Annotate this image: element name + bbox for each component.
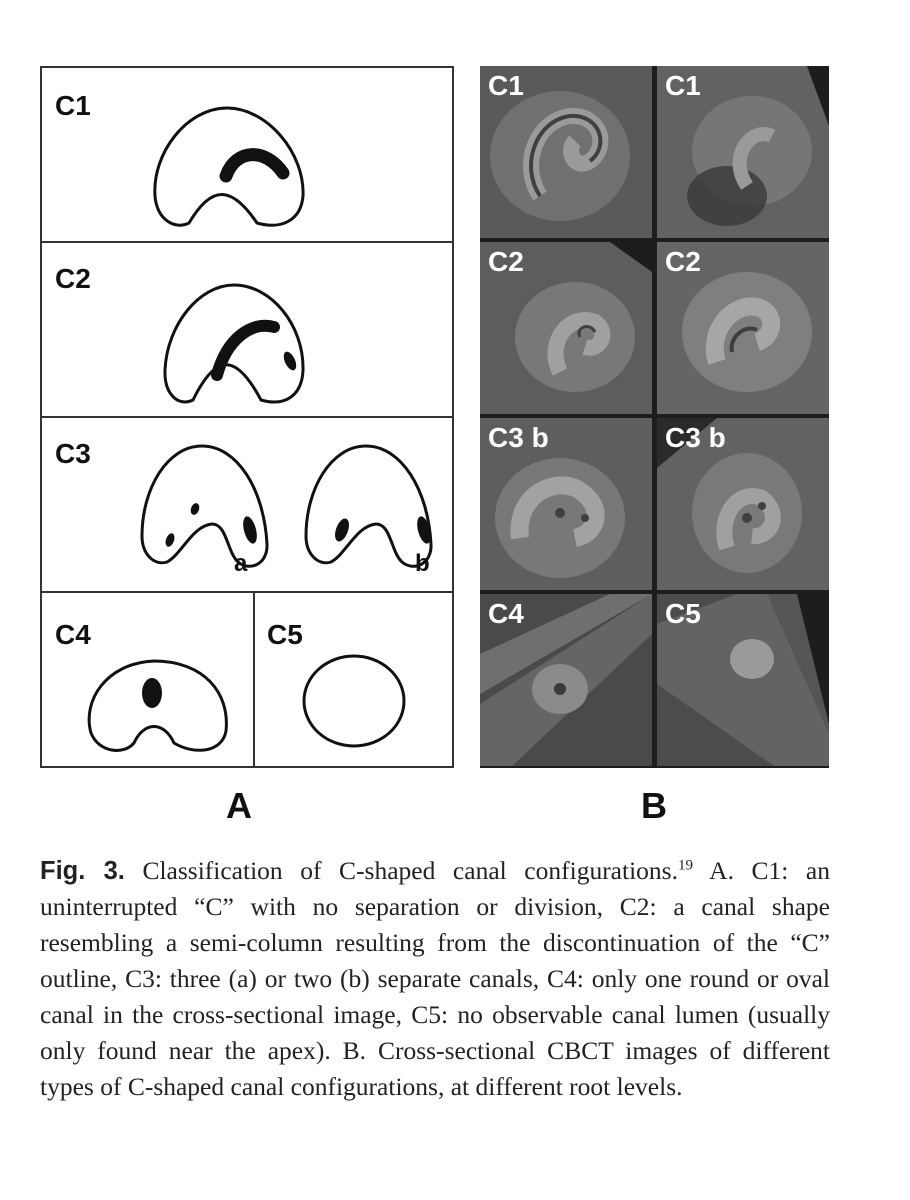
panel-letter-b: B [641, 785, 667, 826]
c2-cross-section [163, 283, 305, 404]
c4-c5-cross-sections [87, 654, 406, 752]
c4-canal [142, 678, 162, 708]
panel-a-diagram: C1 C2 C3 a [40, 66, 454, 768]
cbct-image-c1-right: C1 [657, 66, 829, 238]
figure-caption: Fig. 3. Classification of C-shaped canal… [40, 853, 830, 1105]
row-c2: C2 [42, 243, 452, 418]
panel-b-cbct-images: C1 C1 C2 C2 [480, 66, 829, 768]
c1-cross-section [153, 106, 305, 227]
c3a-shape [140, 444, 269, 568]
cbct-image-c3b-right: C3 b [657, 418, 829, 590]
sublabel-a: a [234, 550, 248, 577]
cbct-image-c5: C5 [657, 594, 829, 766]
cbct-label-c4: C4 [488, 598, 524, 629]
caption-label: Fig. 3. [40, 857, 125, 885]
c3b-shape [304, 444, 433, 568]
c3-cross-sections [140, 444, 433, 568]
cbct-label-c3b-right: C3 b [665, 422, 726, 453]
cbct-label-c1-left: C1 [488, 70, 524, 101]
cbct-image-c1-left: C1 [480, 66, 652, 238]
cbct-label-c5: C5 [665, 598, 701, 629]
caption-body: A. C1: an uninterrupted “C” with no sepa… [40, 856, 830, 1101]
label-c4: C4 [55, 619, 91, 650]
caption-reference: 19 [677, 857, 693, 874]
sublabel-b: b [415, 550, 430, 577]
label-c5: C5 [267, 619, 303, 650]
cbct-image-c2-left: C2 [480, 242, 652, 414]
c5-outline [302, 654, 406, 748]
panel-letter-a: A [226, 785, 252, 826]
label-c2: C2 [55, 263, 91, 294]
label-c1: C1 [55, 90, 91, 121]
cbct-label-c1-right: C1 [665, 70, 701, 101]
label-c3: C3 [55, 438, 91, 469]
row-c1: C1 [42, 68, 452, 243]
cbct-image-c4: C4 [480, 594, 652, 766]
row-c3: C3 a b [42, 418, 452, 593]
row-c4-c5: C4 C5 [42, 593, 452, 768]
cbct-label-c3b-left: C3 b [488, 422, 549, 453]
c4-c5-divider [253, 593, 255, 768]
cbct-image-c2-right: C2 [657, 242, 829, 414]
cbct-label-c2-right: C2 [665, 246, 701, 277]
cbct-label-c2-left: C2 [488, 246, 524, 277]
caption-title: Classification of C-shaped canal configu… [124, 856, 678, 885]
cbct-image-c3b-left: C3 b [480, 418, 652, 590]
